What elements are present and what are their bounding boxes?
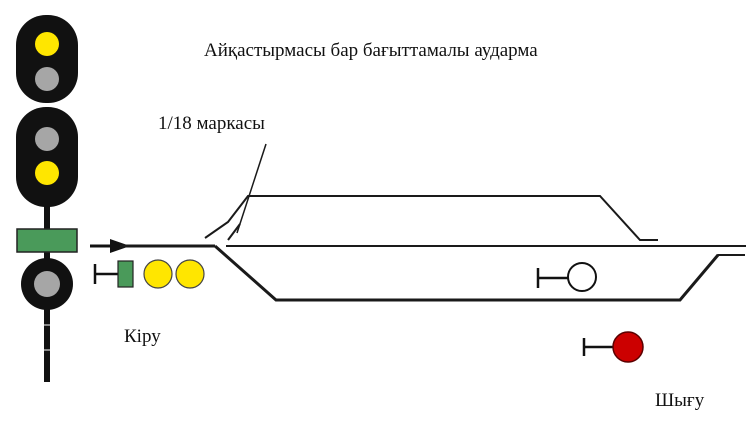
entry-yellow-lamp-2 [175,259,205,289]
white-lamp [567,262,597,292]
dwarf-signal-icon [93,259,205,289]
guard-rail [227,223,241,241]
lower-grey-lamp [34,271,60,297]
tracks [120,143,746,302]
entry-label: Кіру [124,326,161,347]
right-diverging-stub [679,254,745,301]
signal-head-middle [16,107,78,207]
mark-leader-line [236,143,267,234]
red-lamp [612,331,644,363]
exit-signal-red [582,331,644,363]
mark-label: 1/18 маркасы [158,113,265,134]
upper-grey-lamp [35,67,59,91]
route-indicator-plate [16,228,78,253]
exit-label: Шығу [655,390,705,411]
diagram-title: Айқастырмасы бар бағыттамалы аударма [204,40,538,61]
middle-grey-lamp [35,127,59,151]
upper-siding-track [204,195,658,241]
main-signal [16,15,78,382]
middle-yellow-lamp [35,161,59,185]
diverging-track-lower [214,244,720,302]
entry-yellow-lamp-1 [143,259,173,289]
upper-yellow-lamp [35,32,59,56]
signal-head-upper [16,15,78,103]
shunt-signal-white [536,262,597,292]
entry-green-plate [117,260,134,288]
